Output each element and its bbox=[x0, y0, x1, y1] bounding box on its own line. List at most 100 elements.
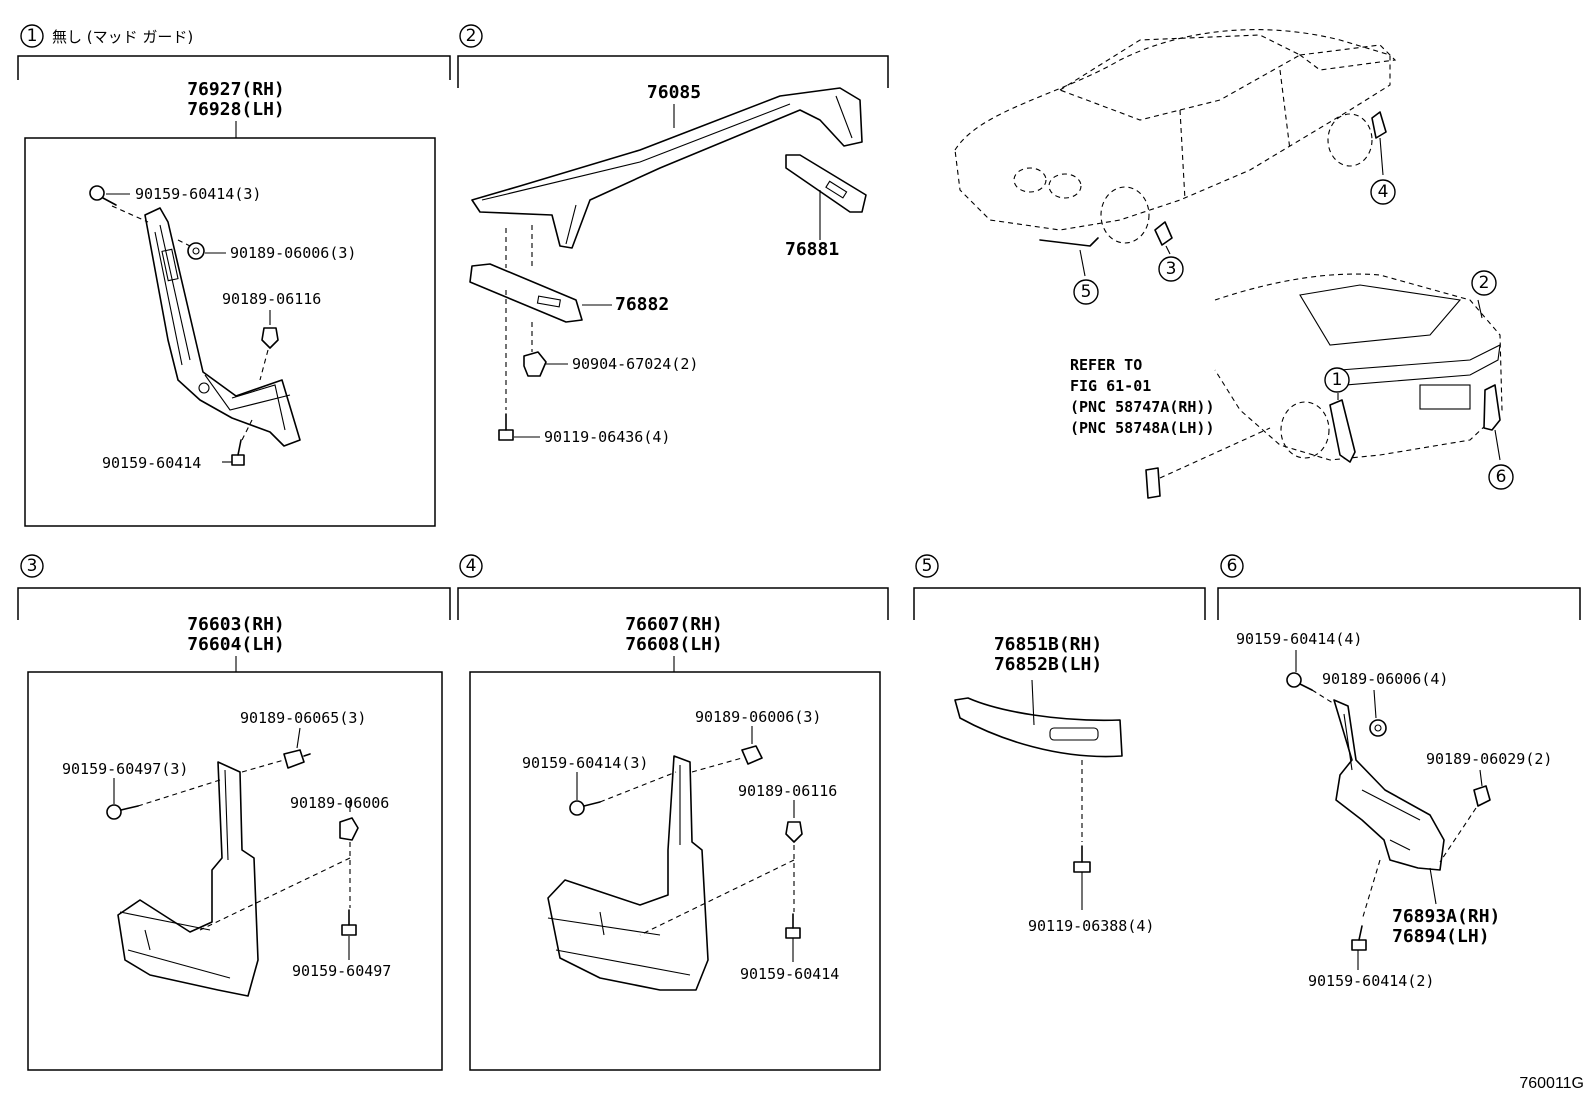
bolt-icon bbox=[498, 413, 514, 441]
part-label: 90189-06006 bbox=[290, 794, 389, 812]
screw-icon bbox=[341, 909, 357, 936]
section-6-bracket bbox=[1217, 587, 1581, 620]
section-6-assembly-rh: 76893A(RH) bbox=[1392, 906, 1500, 927]
part-label: 90159-60414(3) bbox=[522, 754, 648, 772]
part-label: 76882 bbox=[615, 294, 669, 315]
screw-icon bbox=[569, 800, 601, 816]
section-5-number: 5 bbox=[922, 556, 933, 576]
section-3-frame bbox=[27, 671, 443, 1071]
clip-icon bbox=[785, 821, 803, 843]
section-5-assembly-lh: 76852B(LH) bbox=[994, 654, 1102, 675]
part-label: 90119-06388(4) bbox=[1028, 917, 1154, 935]
bolt-icon bbox=[1073, 845, 1091, 873]
section-4-assembly-rh: 76607(RH) bbox=[625, 614, 723, 635]
part-label: 76881 bbox=[785, 239, 839, 260]
screw-icon bbox=[89, 185, 117, 206]
section-5: 5 76851B(RH) 76852B(LH) 90119-06388(4) bbox=[913, 554, 1206, 935]
section-3-number: 3 bbox=[27, 556, 38, 576]
section-5-bracket bbox=[913, 587, 1206, 620]
screw-icon bbox=[106, 804, 139, 820]
rear-spoiler-part bbox=[471, 87, 863, 249]
overview-callout-3: 3 bbox=[1166, 259, 1177, 279]
overview-callout-2: 2 bbox=[1479, 273, 1490, 293]
section-6-assembly-lh: 76894(LH) bbox=[1392, 926, 1490, 947]
car-outline-icon bbox=[1214, 273, 1503, 463]
spoiler-bracket-part bbox=[469, 263, 583, 323]
section-1-title: 無し (マッド ガード) bbox=[52, 28, 193, 46]
clip-icon bbox=[741, 745, 763, 765]
section-1-assembly-lh: 76928(LH) bbox=[187, 99, 285, 120]
nut-icon bbox=[187, 242, 205, 260]
front-spoiler-part bbox=[954, 697, 1123, 758]
section-1-frame bbox=[24, 137, 436, 527]
refer-note-line-2: FIG 61-01 bbox=[1070, 377, 1151, 395]
nut-icon bbox=[1369, 719, 1387, 737]
section-1-assembly-rh: 76927(RH) bbox=[187, 79, 285, 100]
part-label: 90159-60497(3) bbox=[62, 760, 188, 778]
section-1-number: 1 bbox=[27, 26, 38, 46]
section-1-number-circle bbox=[20, 24, 44, 48]
front-mudguard-part bbox=[117, 761, 259, 997]
part-label: 90904-67024(2) bbox=[572, 355, 698, 373]
section-2: 2 76085 76881 76882 90904-67024(2) 90119… bbox=[457, 24, 889, 446]
part-label: 90119-06436(4) bbox=[544, 428, 670, 446]
section-4-frame bbox=[469, 671, 881, 1071]
screw-icon bbox=[231, 439, 245, 466]
section-1-bracket bbox=[17, 55, 451, 80]
part-label: 90189-06065(3) bbox=[240, 709, 366, 727]
section-6-number: 6 bbox=[1227, 556, 1238, 576]
diagram-code: 760011G bbox=[1519, 1075, 1584, 1092]
car-outline-icon bbox=[954, 29, 1397, 247]
mudguard-bracket-part bbox=[144, 207, 301, 447]
part-label: 90159-60414 bbox=[740, 965, 839, 983]
refer-note-line-4: (PNC 58748A(LH)) bbox=[1070, 419, 1215, 437]
overview-callout-1: 1 bbox=[1332, 370, 1343, 390]
section-4-bracket bbox=[457, 587, 889, 620]
part-label: 90189-06006(3) bbox=[695, 708, 821, 726]
spoiler-bracket-part bbox=[785, 154, 867, 213]
section-2-number-circle bbox=[459, 24, 483, 48]
screw-icon bbox=[1286, 672, 1313, 691]
part-label: 90159-60414(2) bbox=[1308, 972, 1434, 990]
refer-note-line-3: (PNC 58747A(RH)) bbox=[1070, 398, 1215, 416]
overview-callout-4: 4 bbox=[1378, 182, 1389, 202]
rear-bumper-extension-part bbox=[1333, 699, 1445, 871]
part-label: 90159-60414(3) bbox=[135, 185, 261, 203]
part-label: 90189-06116 bbox=[222, 290, 321, 308]
part-label: 90189-06029(2) bbox=[1426, 750, 1552, 768]
section-6: 6 90159-60414(4) 90189-06006(4) 90189-06… bbox=[1217, 554, 1581, 990]
section-3-assembly-lh: 76604(LH) bbox=[187, 634, 285, 655]
nut-icon bbox=[339, 817, 359, 841]
section-2-assembly: 76085 bbox=[647, 82, 701, 103]
part-label: 90189-06116 bbox=[738, 782, 837, 800]
rear-mudguard-part bbox=[547, 755, 709, 991]
overview-callout-6: 6 bbox=[1496, 467, 1507, 487]
section-3: 3 76603(RH) 76604(LH) 90159-60497(3) 901… bbox=[17, 554, 451, 1071]
part-label: 90189-06006(4) bbox=[1322, 670, 1448, 688]
section-4: 4 76607(RH) 76608(LH) 90159-60414(3) 901… bbox=[457, 554, 889, 1071]
section-1: 1 無し (マッド ガード) 76927(RH) 76928(LH) 90159… bbox=[17, 24, 451, 527]
part-label: 90159-60414 bbox=[102, 454, 201, 472]
section-2-bracket bbox=[457, 55, 889, 88]
screw-icon bbox=[785, 913, 801, 939]
emblem-part bbox=[1145, 467, 1161, 499]
part-label: 90159-60497 bbox=[292, 962, 391, 980]
section-2-number: 2 bbox=[466, 26, 477, 46]
overview-callout-5: 5 bbox=[1081, 282, 1092, 302]
section-4-number: 4 bbox=[466, 556, 477, 576]
section-5-assembly-rh: 76851B(RH) bbox=[994, 634, 1102, 655]
nut-icon bbox=[523, 351, 547, 377]
section-3-bracket bbox=[17, 587, 451, 620]
part-label: 90189-06006(3) bbox=[230, 244, 356, 262]
clip-icon bbox=[261, 327, 279, 349]
screw-icon bbox=[1351, 925, 1367, 951]
section-4-assembly-lh: 76608(LH) bbox=[625, 634, 723, 655]
vehicle-overview: 4 5 3 2 1 6 REFER TO FIG 61-01 (PNC 5874… bbox=[954, 29, 1514, 499]
part-label: 90159-60414(4) bbox=[1236, 630, 1362, 648]
section-3-assembly-rh: 76603(RH) bbox=[187, 614, 285, 635]
refer-note-line-1: REFER TO bbox=[1070, 356, 1142, 374]
clip-icon bbox=[283, 749, 311, 769]
clip-icon bbox=[1473, 785, 1491, 807]
